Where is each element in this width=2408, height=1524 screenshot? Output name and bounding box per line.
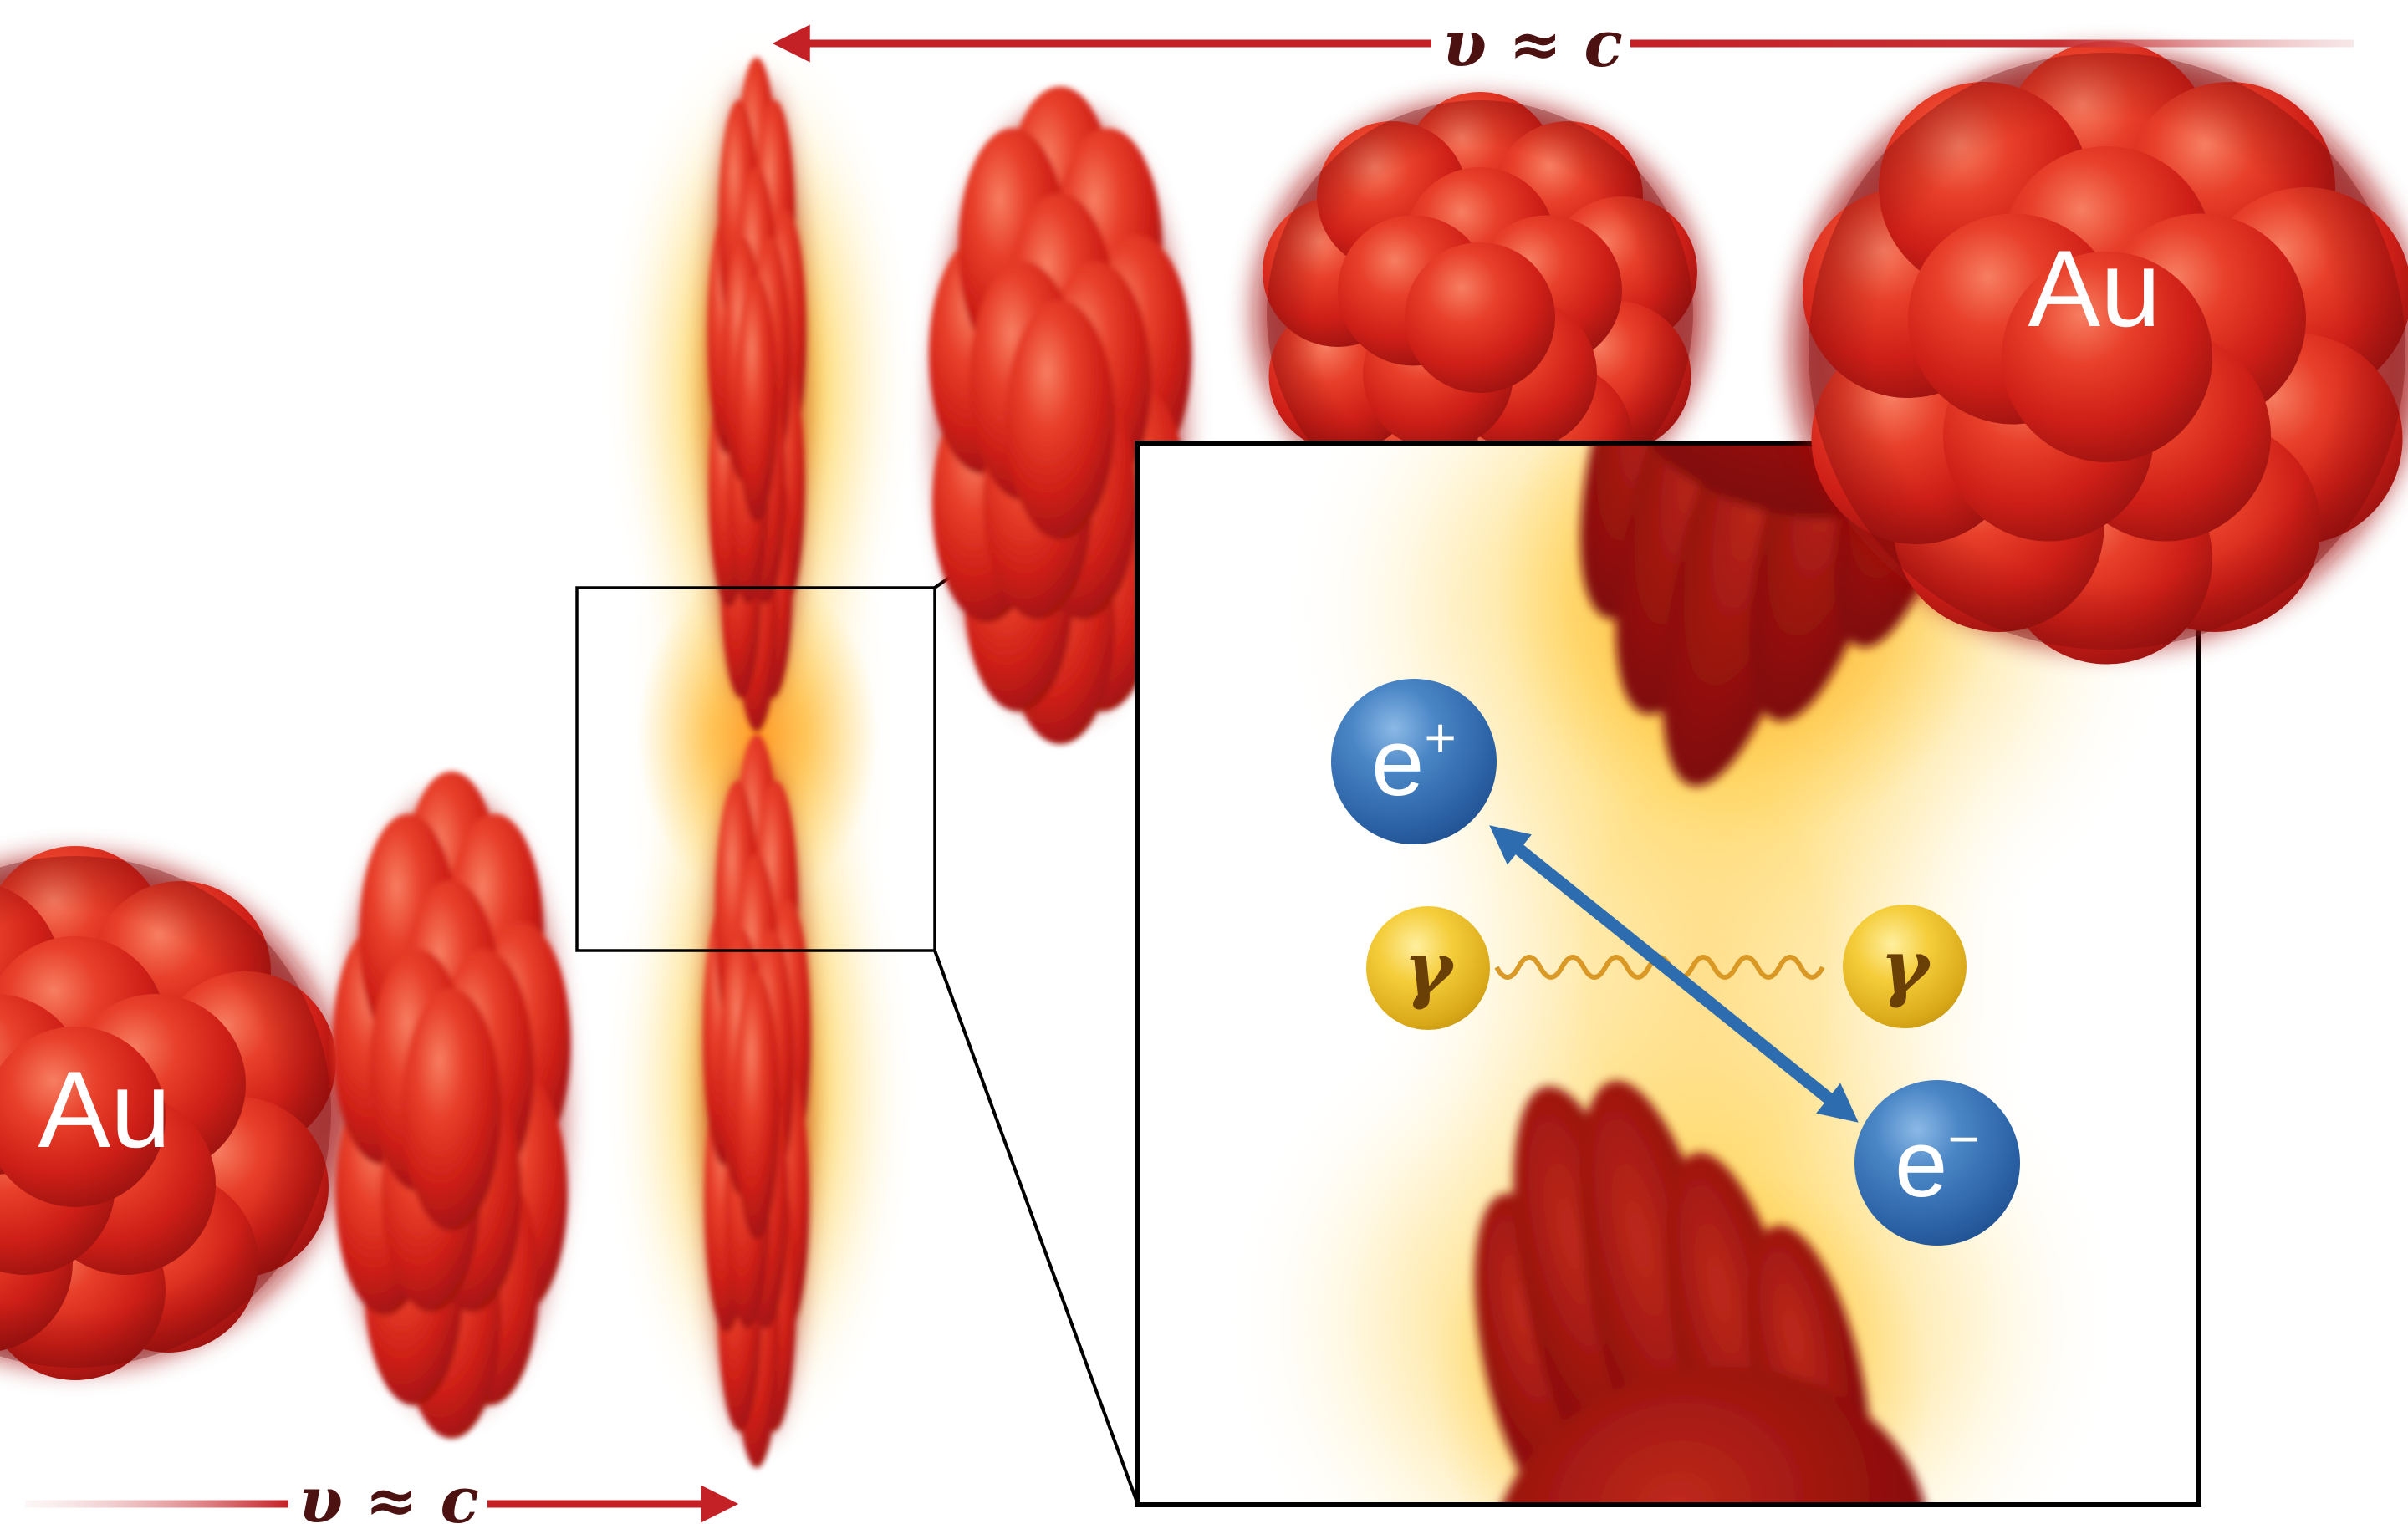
positron-sphere bbox=[1331, 679, 1497, 844]
pair-production-arrow-icon bbox=[1489, 825, 1859, 1123]
electron-label-sign: − bbox=[1947, 1108, 1980, 1170]
zoom-region-outline bbox=[575, 586, 936, 952]
au-nucleus-left-start bbox=[0, 846, 346, 1380]
photon-label-right: γ bbox=[1880, 923, 1932, 1010]
nucleus-shading bbox=[0, 856, 331, 1368]
velocity-label-bottom: υ ≈ c bbox=[298, 1463, 479, 1524]
positron-label: e+ bbox=[1371, 706, 1457, 816]
positron-label-sign: + bbox=[1424, 706, 1457, 768]
electron-label-base: e bbox=[1895, 1111, 1947, 1217]
electron-label: e− bbox=[1895, 1108, 1980, 1217]
nucleon-sphere bbox=[734, 972, 779, 1240]
electron: e− bbox=[1854, 1080, 2020, 1246]
inset-content: γ γ e+ e− bbox=[1221, 443, 2182, 1505]
photon-right: γ bbox=[1843, 905, 1967, 1028]
velocity-label-top: υ ≈ c bbox=[1442, 7, 1623, 81]
photon-left: γ bbox=[1366, 906, 1490, 1030]
photon-sphere-right bbox=[1843, 905, 1967, 1028]
callout-line-bottom bbox=[933, 950, 1139, 1503]
au-nucleus-right-approaching bbox=[1254, 92, 1706, 538]
au-nucleus-right-start bbox=[1791, 41, 2408, 665]
au-nucleus-right-pancake bbox=[707, 57, 807, 732]
positron-label-base: e bbox=[1371, 710, 1424, 816]
au-nucleus-right-contracting bbox=[928, 86, 1192, 745]
au-nucleus-left-pancake bbox=[702, 734, 811, 1468]
inset-box: γ γ e+ e− bbox=[1135, 441, 2201, 1507]
velocity-arrow-bottom: υ ≈ c bbox=[25, 1463, 739, 1524]
photon-sphere-left bbox=[1366, 906, 1490, 1030]
velocity-arrow-top: υ ≈ c bbox=[772, 7, 2354, 81]
nucleus-shading bbox=[1809, 53, 2405, 650]
au-label-left: Au bbox=[38, 1048, 171, 1170]
inset-border bbox=[1135, 441, 2201, 1507]
electron-sphere bbox=[1854, 1080, 2020, 1246]
inset-nucleus-bottom bbox=[1474, 1080, 1930, 1505]
au-nucleus-left-contracting bbox=[332, 771, 571, 1439]
nucleon-sphere bbox=[1005, 299, 1115, 540]
nucleus-shading bbox=[1267, 100, 1693, 527]
nucleon-sphere bbox=[736, 276, 778, 522]
au-label-right: Au bbox=[2028, 227, 2161, 349]
nucleon-sphere bbox=[401, 988, 502, 1231]
photon-label-left: γ bbox=[1404, 925, 1456, 1012]
positron: e+ bbox=[1331, 679, 1497, 844]
